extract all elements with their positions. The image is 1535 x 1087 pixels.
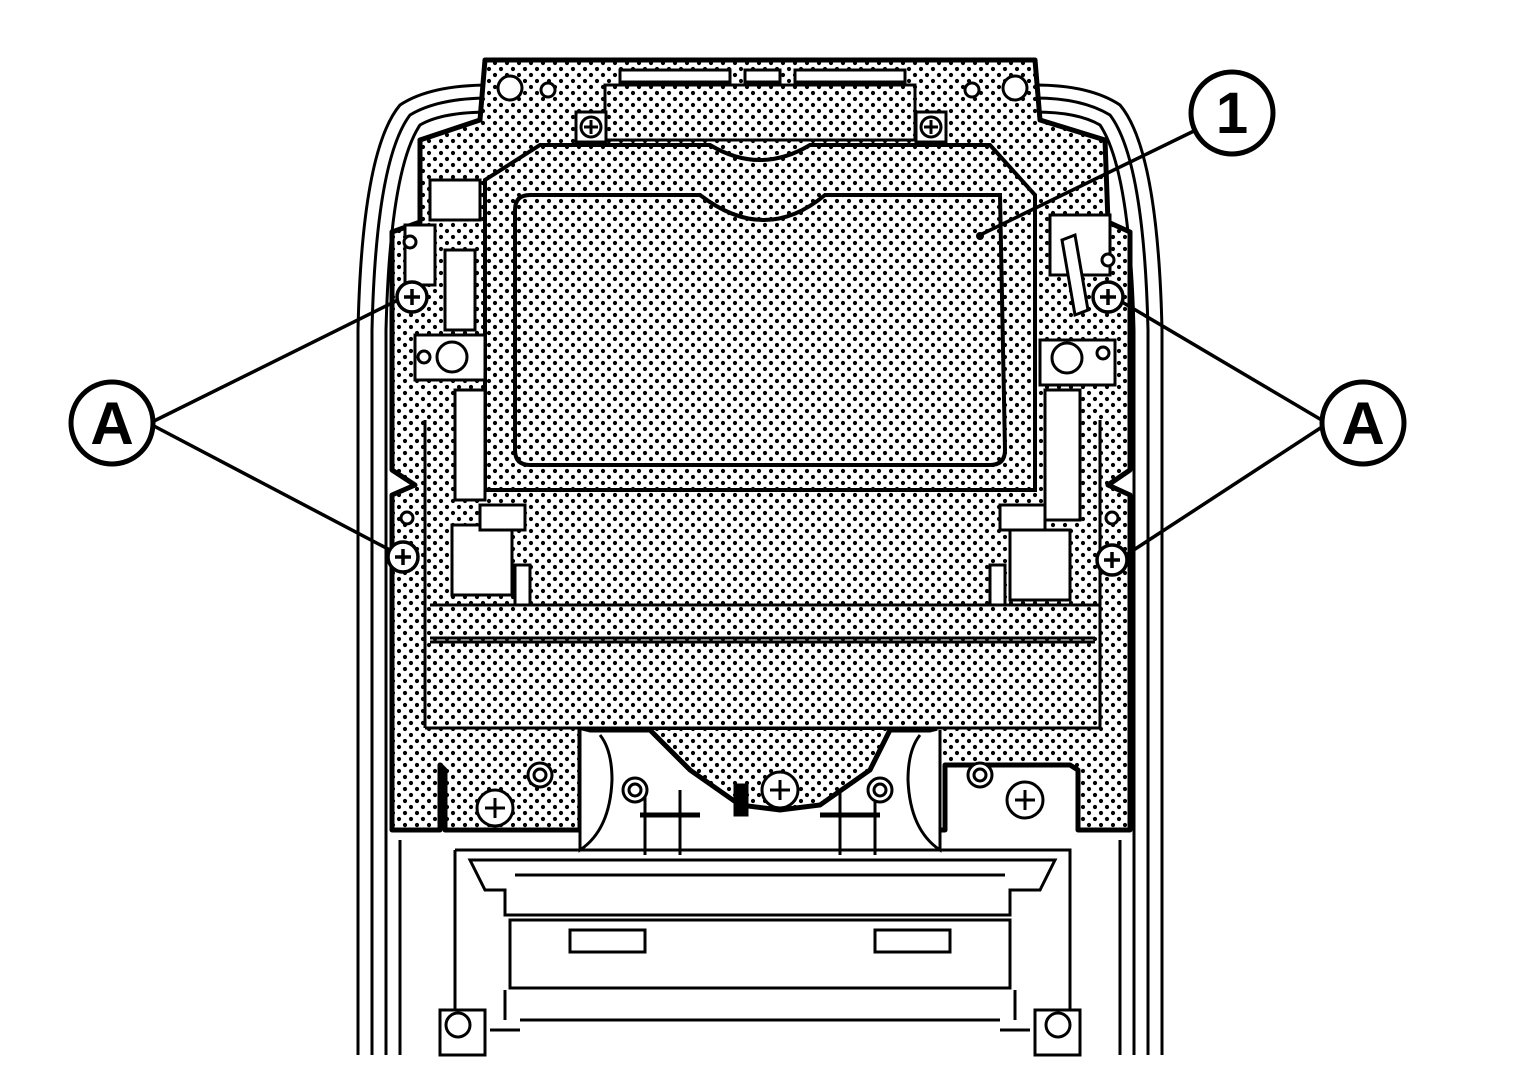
lower-tray: [438, 848, 1082, 1057]
fastener-screws: [386, 280, 1129, 577]
screw-icon: [1095, 543, 1129, 577]
callout-1-label: 1: [1216, 81, 1248, 146]
lower-rails: [423, 420, 1102, 730]
pivot-bolts: [475, 761, 1045, 828]
left-mechanism: [399, 178, 532, 607]
bottom-pivot-assembly: [578, 728, 942, 855]
callout-1: 1: [1188, 69, 1276, 157]
cushion-panel: [483, 143, 1037, 492]
leader-lines: [151, 128, 1326, 557]
callout-a-left-label: A: [90, 390, 133, 457]
top-bolts: [574, 110, 948, 144]
callout-a-right: A: [1319, 379, 1407, 467]
callout-a-right-label: A: [1341, 390, 1384, 457]
right-mechanism: [988, 213, 1120, 607]
leader-dot: [976, 232, 984, 240]
screw-icon: [386, 540, 420, 574]
screw-icon: [1091, 280, 1125, 314]
screw-icon: [395, 280, 429, 314]
callout-a-left: A: [68, 379, 156, 467]
